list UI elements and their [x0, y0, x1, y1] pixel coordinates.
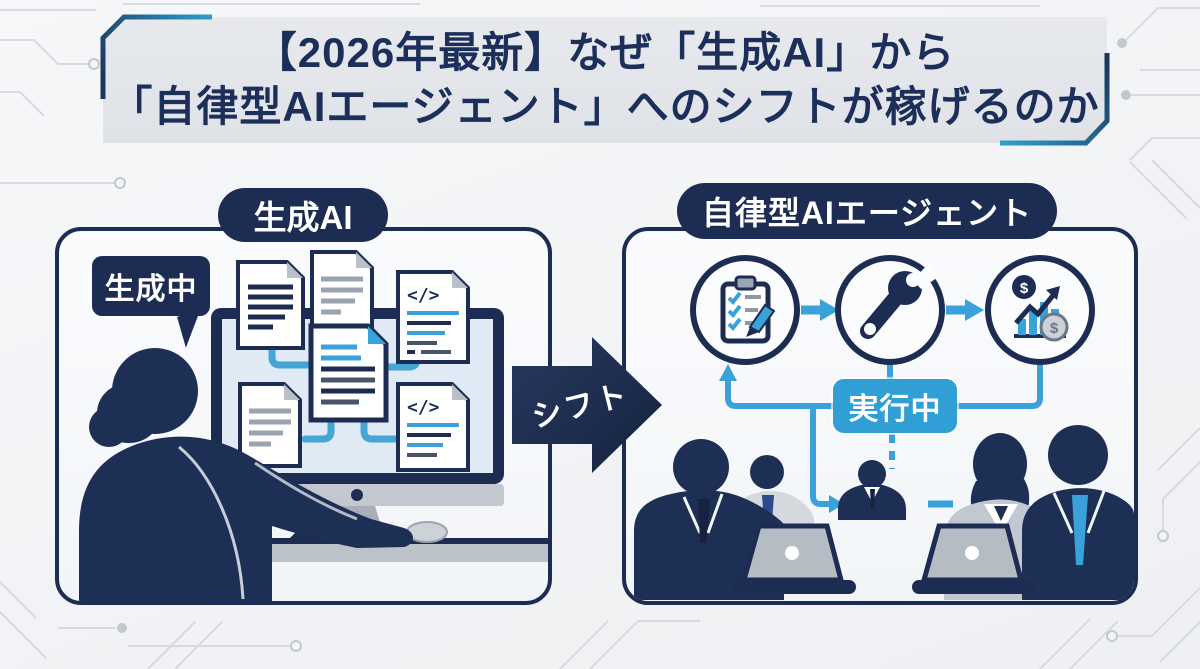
profit-growth-icon: $ $ [985, 255, 1095, 365]
agent-workflow-illustration: $ $ [634, 255, 1134, 600]
code-document-icon: </> [396, 270, 470, 364]
dollar-glyph: $ [1020, 280, 1029, 297]
autonomous-agent-label: 自律型AIエージェント [677, 183, 1057, 239]
workflow-flow-lines [725, 364, 1043, 508]
laptop-icon [912, 523, 1036, 594]
title-line-1: 【2026年最新】なぜ「生成AI」から [254, 28, 956, 76]
highlighted-document-icon [308, 323, 389, 423]
code-glyph: </> [407, 397, 440, 418]
step-arrow-icon [946, 299, 984, 321]
clipboard-checklist-icon [690, 255, 800, 365]
right-arrow-shape [512, 337, 662, 473]
businessman-silhouette [838, 460, 906, 520]
circuit-node-dots [88, 38, 1169, 652]
shift-arrow [512, 335, 664, 477]
executing-status-badge: 実行中 [833, 379, 957, 433]
arrow-right-head [829, 495, 844, 513]
wrench-icon [835, 255, 945, 365]
businessman-silhouette [1022, 425, 1134, 600]
text-document-icon [238, 382, 302, 468]
code-document-icon: </> [396, 382, 470, 472]
text-document-icon [236, 260, 305, 350]
woman-generating-documents-illustration: </> </> [79, 250, 548, 601]
code-glyph: </> [407, 285, 440, 306]
title-banner: 【2026年最新】なぜ「生成AI」から 「自律型AIエージェント」へのシフトが稼… [103, 17, 1107, 143]
generating-status-bubble: 生成中 [92, 256, 210, 316]
arrow-up-head [719, 364, 737, 381]
laptop-icon [732, 523, 856, 594]
woman-silhouette [79, 348, 413, 601]
generative-ai-label: 生成AI [218, 188, 388, 242]
title-line-2: 「自律型AIエージェント」へのシフトが稼げるのか [110, 83, 1100, 130]
step-arrow-icon [801, 299, 839, 321]
autonomous-agent-panel: $ $ [622, 227, 1138, 605]
dollar-glyph: $ [1050, 320, 1059, 337]
mouse-icon [406, 521, 448, 543]
